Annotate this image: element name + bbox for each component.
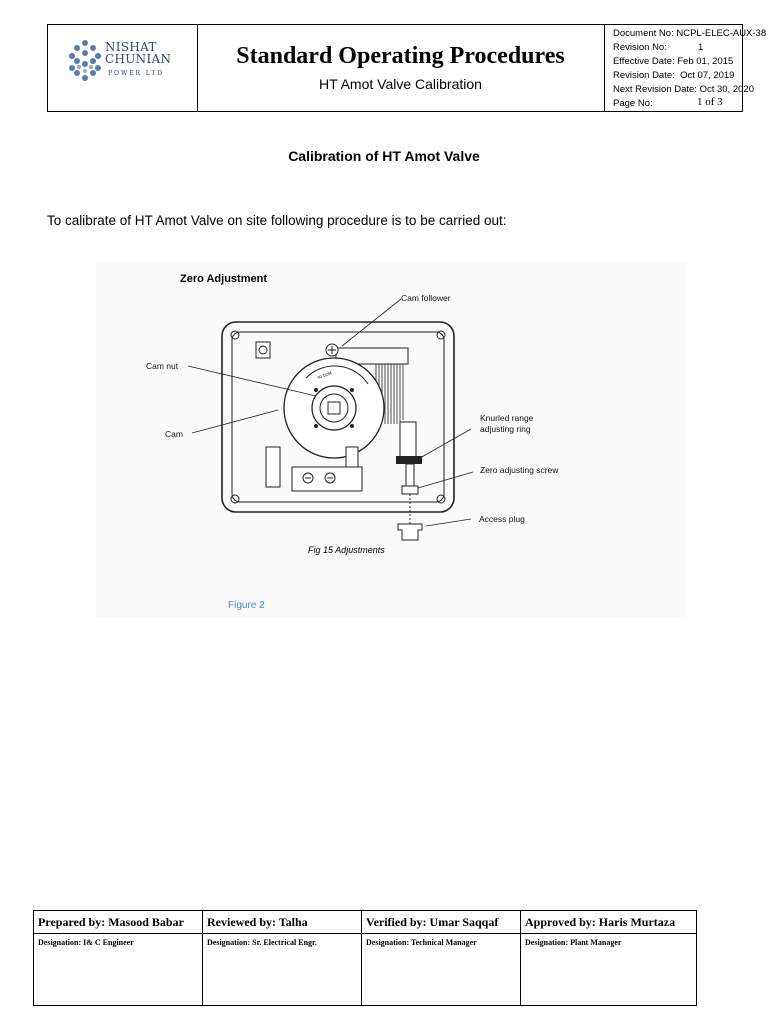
label-cam: Cam bbox=[165, 429, 183, 439]
meta-revision-no: Revision No:1 bbox=[613, 42, 704, 53]
company-logo-icon bbox=[69, 40, 101, 81]
terminal-post bbox=[265, 446, 281, 488]
verified-by: Verified by: Umar Saqqaf bbox=[361, 910, 521, 934]
access-plug bbox=[397, 523, 423, 541]
meta-next-revision-date: Next Revision Date: Oct 30, 2020 bbox=[613, 84, 754, 95]
prepared-by: Prepared by: Masood Babar bbox=[33, 910, 203, 934]
label-cam-follower: Cam follower bbox=[401, 293, 451, 303]
corner-hole-tr bbox=[436, 330, 446, 340]
approved-designation: Designation: Plant Manager bbox=[520, 933, 697, 1006]
signature-table: Prepared by: Masood Babar Reviewed by: T… bbox=[33, 910, 697, 1006]
figure-caption: Figure 2 bbox=[228, 600, 265, 611]
section-title: Calibration of HT Amot Valve bbox=[288, 148, 480, 164]
corner-hole-bl bbox=[230, 494, 240, 504]
terminal-block bbox=[291, 466, 363, 492]
meta-document-no: Document No: NCPL-ELEC-AUX-38 bbox=[613, 28, 767, 39]
company-tagline: POWER LTD bbox=[108, 70, 165, 77]
approved-by: Approved by: Haris Murtaza bbox=[520, 910, 697, 934]
meta-effective-date: Effective Date: Feb 01, 2015 bbox=[613, 56, 734, 67]
valve-housing-inner bbox=[231, 331, 445, 503]
document-meta: Document No: NCPL-ELEC-AUX-38 Revision N… bbox=[604, 25, 766, 111]
company-name: NISHAT CHUNIAN bbox=[105, 40, 172, 66]
label-zero-screw: Zero adjusting screw bbox=[480, 465, 559, 475]
figure-inner-caption: Fig 15 Adjustments bbox=[308, 545, 385, 555]
document-title: Standard Operating Procedures bbox=[236, 43, 565, 69]
corner-hole-tl bbox=[230, 330, 240, 340]
adjusting-column bbox=[399, 421, 417, 459]
prepared-designation: Designation: I& C Engineer bbox=[33, 933, 203, 1006]
knurled-ring bbox=[396, 456, 422, 464]
cam-groove bbox=[305, 365, 369, 385]
corner-hole-br bbox=[436, 494, 446, 504]
meta-revision-date: Revision Date: Oct 07, 2019 bbox=[613, 70, 735, 81]
document-header: NISHAT CHUNIAN POWER LTD Standard Operat… bbox=[47, 24, 766, 112]
label-knurled-1: Knurled range bbox=[480, 413, 534, 423]
logo-cell: NISHAT CHUNIAN POWER LTD bbox=[48, 25, 198, 111]
reviewed-designation: Designation: Sr. Electrical Engr. bbox=[202, 933, 362, 1006]
figure-heading: Zero Adjustment bbox=[180, 273, 267, 285]
meta-page-no: Page No:1 of 3 bbox=[613, 96, 723, 109]
spring-bracket bbox=[335, 347, 409, 365]
verified-designation: Designation: Technical Manager bbox=[361, 933, 521, 1006]
left-clamp bbox=[255, 341, 271, 359]
cam-shaft bbox=[327, 401, 341, 415]
intro-text: To calibrate of HT Amot Valve on site fo… bbox=[47, 213, 507, 228]
reviewed-by: Reviewed by: Talha bbox=[202, 910, 362, 934]
zero-adjustment-figure: Zero Adjustment 90 COM bbox=[96, 262, 686, 617]
zero-screw bbox=[401, 485, 419, 495]
label-access-plug: Access plug bbox=[479, 514, 525, 524]
cam-nut bbox=[319, 393, 349, 423]
document-subtitle: HT Amot Valve Calibration bbox=[319, 76, 482, 92]
figure-background bbox=[96, 262, 686, 617]
title-cell: Standard Operating Procedures HT Amot Va… bbox=[197, 25, 605, 111]
label-cam-nut: Cam nut bbox=[146, 361, 179, 371]
label-knurled-2: adjusting ring bbox=[480, 424, 531, 434]
svg-text:90 COM: 90 COM bbox=[317, 370, 333, 380]
valve-housing bbox=[221, 321, 455, 513]
